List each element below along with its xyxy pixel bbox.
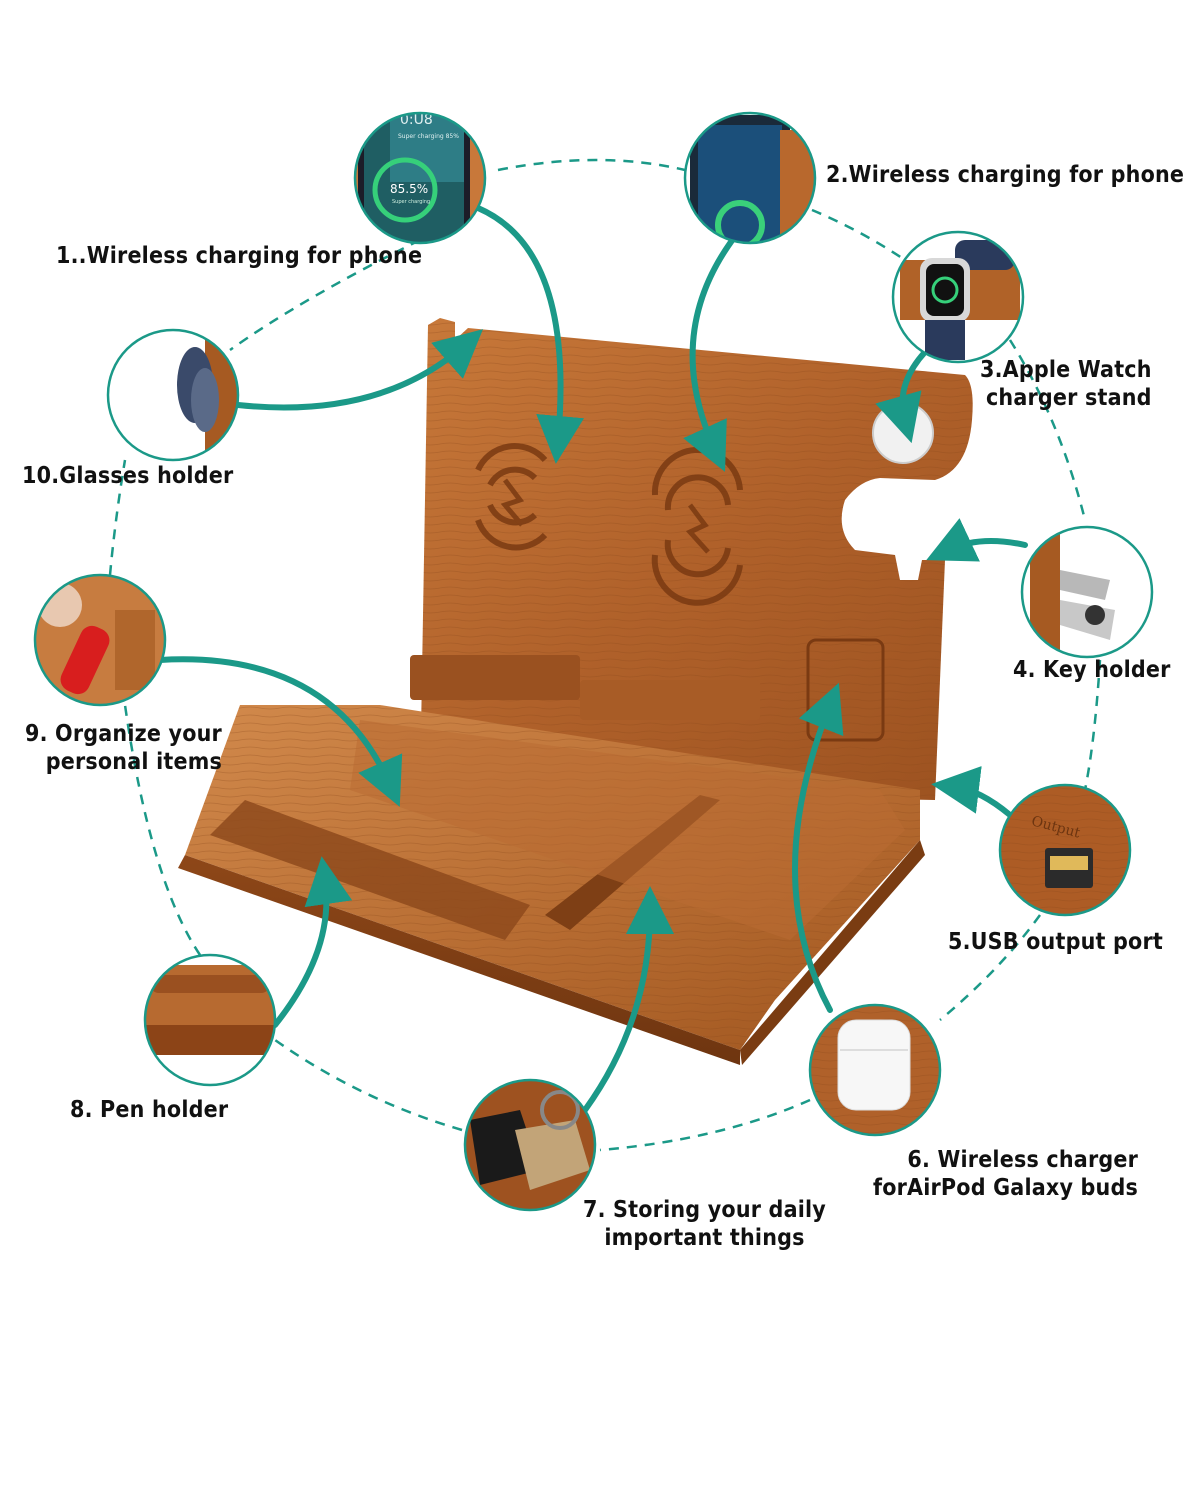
detail-circle-car-keys [463, 1078, 597, 1212]
phone-percent: 85.5% [390, 182, 428, 196]
usb-port-label: 5.USB output port [948, 929, 1163, 955]
apple-watch-label: 3.Apple Watch charger stand [980, 357, 1152, 411]
detail-circle-keys [1020, 525, 1154, 659]
detail-circle-usb-port: Output [998, 783, 1132, 917]
pen-holder-label: 8. Pen holder [70, 1097, 229, 1123]
detail-circle-pen-holder [143, 953, 277, 1087]
detail-circle-phone-2 [683, 111, 817, 245]
glasses-holder-label: 10.Glasses holder [22, 463, 234, 489]
personal-items-label: 9. Organize your personal items [25, 721, 222, 775]
detail-circle-personal-items [33, 573, 167, 707]
detail-circle-airpods [808, 1003, 942, 1137]
wooden-docking-station [178, 318, 973, 1065]
phone-status: Super charging 85% [398, 133, 459, 140]
daily-items-label: 7. Storing your daily important things [583, 1197, 826, 1251]
detail-circle-apple-watch [891, 230, 1025, 364]
phone-caption: Super charging [392, 199, 430, 205]
callout-arrows [157, 205, 1028, 1113]
detail-circle-glasses [106, 328, 240, 462]
phone-time: 0:U8 [400, 112, 433, 128]
wireless-charging-2-label: 2.Wireless charging for phone [826, 162, 1185, 188]
airpod-charger-label: 6. Wireless charger forAirPod Galaxy bud… [873, 1147, 1139, 1201]
detail-circle-phone-1: 0:U8 Super charging 85% 85.5% Super char… [353, 111, 487, 245]
wireless-charging-1-label: 1..Wireless charging for phone [56, 243, 423, 269]
key-holder-label: 4. Key holder [1013, 657, 1171, 683]
dashed-guide-ring [108, 158, 1102, 1152]
